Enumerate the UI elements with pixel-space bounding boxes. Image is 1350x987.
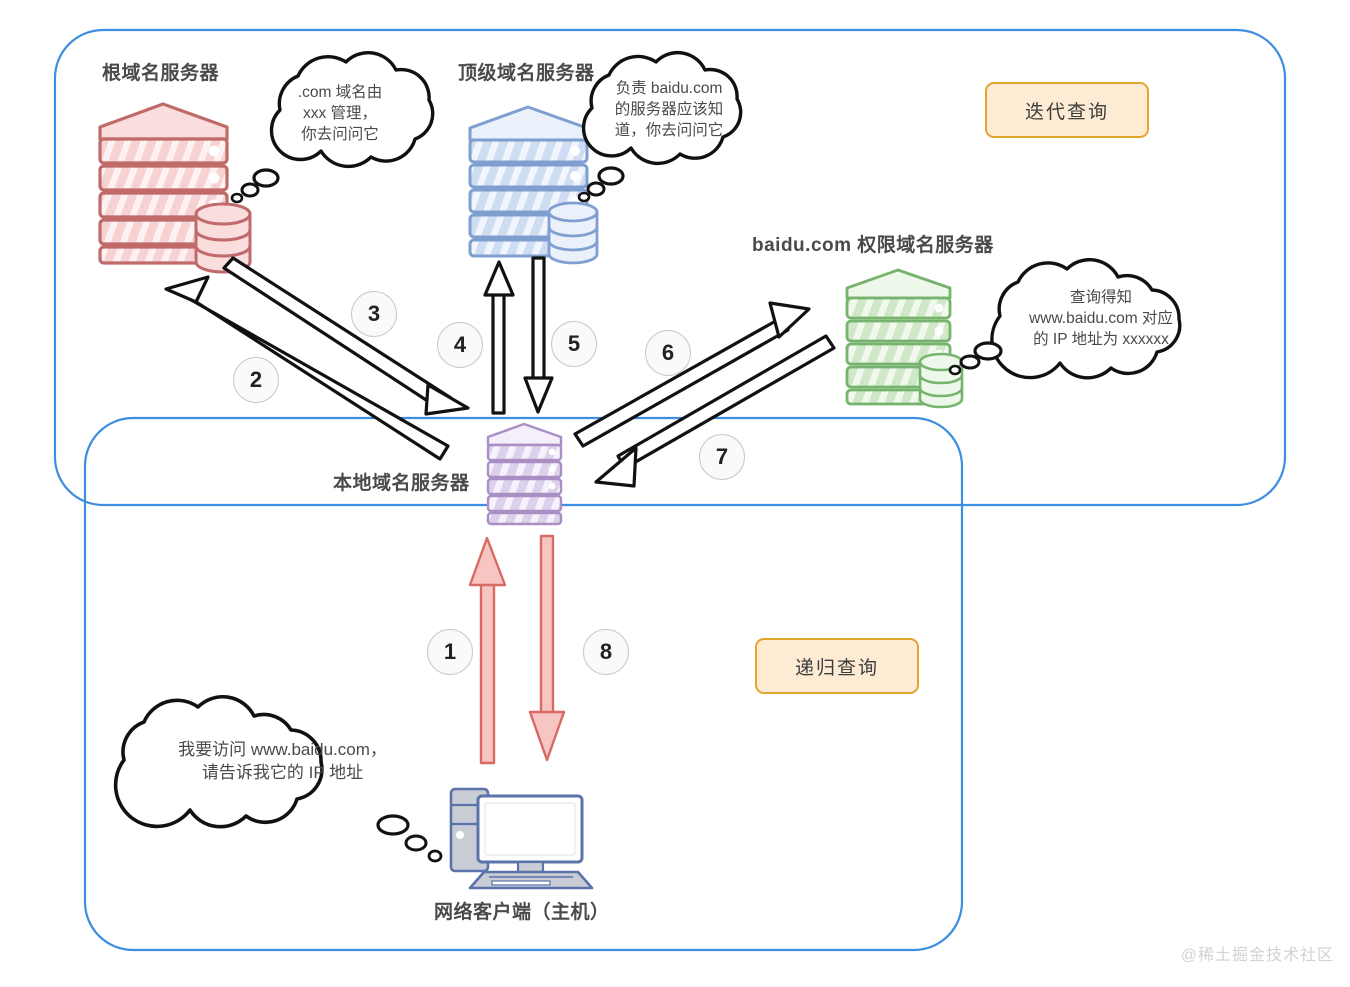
panel-recursive-query — [83, 416, 964, 952]
badge-iterative-query: 迭代查询 — [985, 82, 1149, 138]
step-number-2: 2 — [233, 357, 279, 403]
root-dns-server-icon — [98, 102, 252, 274]
root-dns-thought-cloud — [230, 51, 435, 204]
local-dns-server-icon — [486, 422, 563, 526]
panel-iterative-query — [53, 28, 1287, 507]
step-number-7: 7 — [699, 434, 745, 480]
step-number-3: 3 — [351, 291, 397, 337]
local-dns-label: 本地域名服务器 — [333, 473, 470, 494]
tld-dns-thought-cloud — [577, 50, 743, 203]
arrow-step-2 — [164, 275, 450, 461]
step-number-5: 5 — [551, 321, 597, 367]
arrow-step-3 — [222, 256, 470, 416]
client-thought-cloud — [113, 694, 443, 863]
authoritative-dns-server-icon — [845, 268, 964, 409]
tld-dns-server-icon — [468, 105, 599, 265]
client-computer-icon — [449, 787, 594, 890]
tld-dns-bubble-text: 负责 baidu.com 的服务器应该知 道，你去问问它 — [614, 80, 724, 139]
arrow-step-6 — [573, 301, 811, 448]
step-number-8: 8 — [583, 629, 629, 675]
authoritative-dns-bubble-text: 查询得知 www.baidu.com 对应 的 IP 地址为 xxxxxx — [1029, 289, 1173, 348]
tld-dns-label: 顶级域名服务器 — [458, 63, 595, 84]
authoritative-dns-thought-cloud — [948, 258, 1182, 380]
step-number-6: 6 — [645, 330, 691, 376]
step-number-4: 4 — [437, 322, 483, 368]
authoritative-dns-label: baidu.com 权限域名服务器 — [752, 235, 994, 256]
client-bubble-text: 我要访问 www.baidu.com， 请告诉我它的 IP 地址 — [178, 740, 387, 782]
client-label: 网络客户端（主机） — [434, 902, 610, 923]
watermark: @稀土掘金技术社区 — [1180, 947, 1334, 964]
arrow-step-4 — [483, 260, 515, 415]
arrow-step-1 — [468, 536, 507, 765]
arrow-step-5 — [523, 256, 554, 414]
step-number-1: 1 — [427, 629, 473, 675]
root-dns-bubble-text: .com 域名由 xxx 管理， 你去问问它 — [297, 84, 383, 143]
arrow-step-7 — [594, 334, 836, 488]
badge-recursive-query: 递归查询 — [755, 638, 919, 694]
arrow-step-8 — [528, 534, 566, 762]
root-dns-label: 根域名服务器 — [102, 63, 220, 84]
